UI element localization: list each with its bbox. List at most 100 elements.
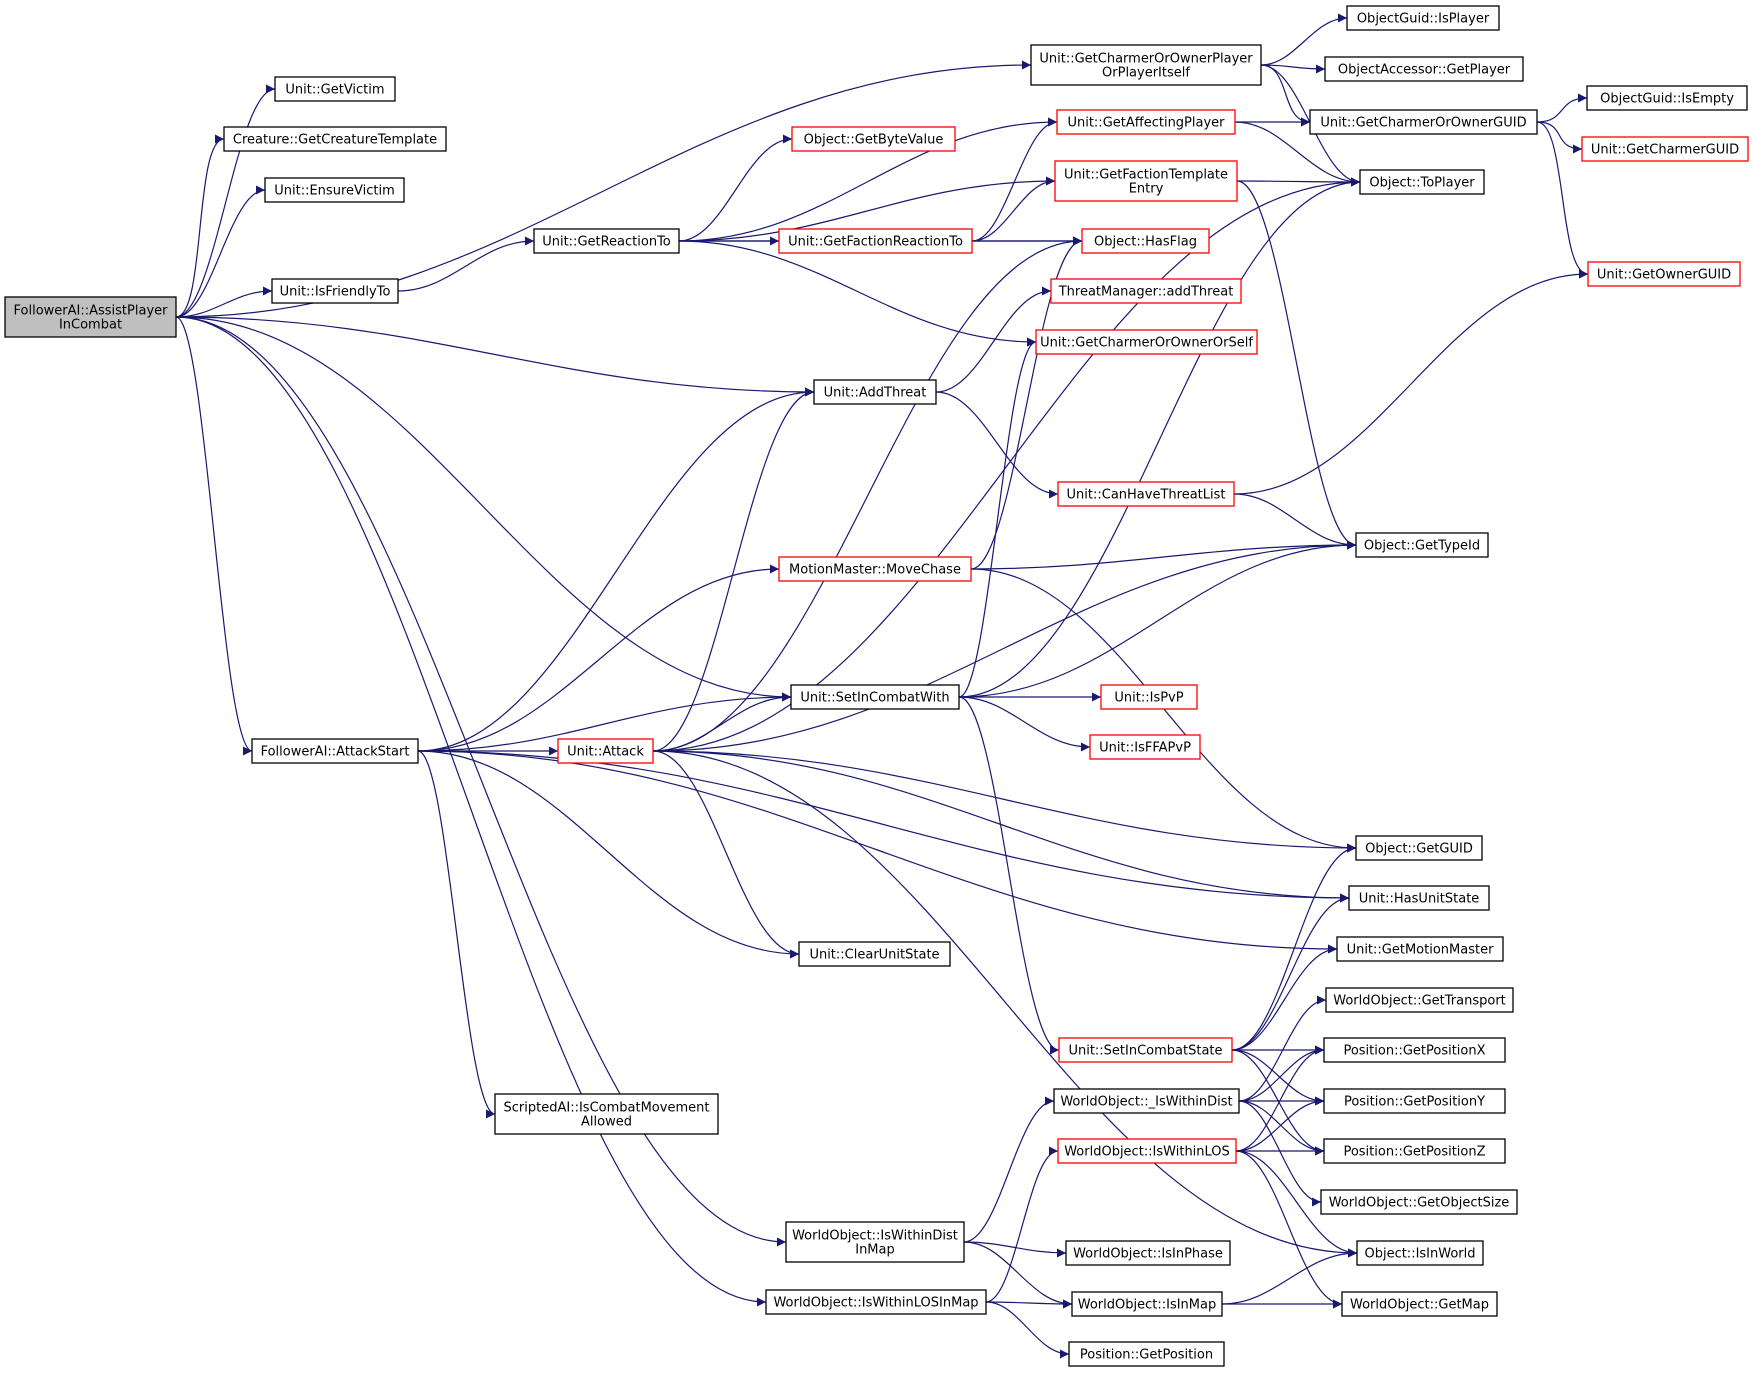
node-box (778, 228, 973, 254)
node-box (1089, 734, 1201, 760)
edge-is-within-los-to-get-position-x (1235, 1045, 1325, 1152)
node-box (1581, 136, 1749, 162)
node-box (4, 296, 177, 338)
node-has-unit-state[interactable]: Unit::HasUnitState (1348, 885, 1490, 911)
node-is-friendly-to[interactable]: Unit::IsFriendlyTo (271, 278, 399, 304)
node-get-motion-master[interactable]: Unit::GetMotionMaster (1336, 936, 1504, 962)
node-get-position-z[interactable]: Position::GetPositionZ (1323, 1138, 1506, 1164)
node-set-in-combat-state[interactable]: Unit::SetInCombatState (1058, 1037, 1233, 1063)
node-label: Entry (1129, 182, 1164, 197)
node-get-victim[interactable]: Unit::GetVictim (274, 76, 396, 102)
edge-set-in-combat-with-to-set-in-combat-state (958, 696, 1060, 1055)
node-get-position[interactable]: Position::GetPosition (1068, 1341, 1225, 1367)
node-get-charmer-guid[interactable]: Unit::GetCharmerGUID (1581, 136, 1749, 162)
node-box (1325, 987, 1514, 1013)
node-is-in-phase[interactable]: WorldObject::IsInPhase (1065, 1240, 1231, 1266)
node-can-have-threat-list[interactable]: Unit::CanHaveThreatList (1057, 481, 1235, 507)
node-to-player[interactable]: Object::ToPlayer (1359, 169, 1485, 195)
node-box (791, 126, 956, 152)
node-is-pv-p[interactable]: Unit::IsPvP (1100, 684, 1198, 710)
node-get-map[interactable]: WorldObject::GetMap (1341, 1291, 1498, 1317)
node-is-ffapv-p[interactable]: Unit::IsFFAPvP (1089, 734, 1201, 760)
node-box (1068, 1341, 1225, 1367)
node-ensure-victim[interactable]: Unit::EnsureVictim (264, 177, 405, 203)
edge-root-to-ensure-victim (175, 185, 266, 318)
node-get-transport[interactable]: WorldObject::GetTransport (1325, 987, 1514, 1013)
node-clear-unit-state[interactable]: Unit::ClearUnitState (798, 941, 951, 967)
node-guid-is-player[interactable]: ObjectGuid::IsPlayer (1346, 5, 1500, 31)
node-label: Unit::SetInCombatWith (800, 691, 949, 706)
node-attack-start[interactable]: FollowerAI::AttackStart (251, 738, 419, 764)
edge-get-reaction-to-to-get-faction-template-entry (678, 176, 1056, 242)
node-get-creature-template[interactable]: Creature::GetCreatureTemplate (223, 126, 447, 152)
node-box (271, 278, 399, 304)
edge-get-reaction-to-to-get-charmer-or-owner-or-self (678, 240, 1037, 347)
node-label: Position::GetPositionZ (1343, 1145, 1485, 1160)
node-get-affecting-player[interactable]: Unit::GetAffectingPlayer (1056, 109, 1236, 135)
edge-attack-start-to-is-combat-movement-allowed (417, 750, 496, 1119)
node-is-within-losin-map[interactable]: WorldObject::IsWithinLOSInMap (765, 1289, 987, 1315)
node-label: Unit::GetCharmerGUID (1591, 143, 1739, 158)
edge-attack-to-get-guid (652, 750, 1357, 853)
node-label: Unit::IsFFAPvP (1099, 741, 1191, 756)
node-is-in-map[interactable]: WorldObject::IsInMap (1071, 1291, 1223, 1317)
edge-attack-to-has-flag (652, 236, 1083, 752)
edge-get-charmer-or-owner-player-to-guid-is-player (1260, 13, 1348, 66)
node-label: Object::HasFlag (1094, 235, 1197, 250)
edge-get-charmer-or-owner-guid-to-guid-is-empty (1536, 93, 1588, 123)
node-label: Unit::ClearUnitState (809, 948, 939, 963)
node-is-within-los[interactable]: WorldObject::IsWithinLOS (1057, 1138, 1237, 1164)
node-label: Unit::CanHaveThreatList (1067, 488, 1226, 503)
node-add-threat[interactable]: Unit::AddThreat (813, 379, 937, 405)
node-within-dist-priv[interactable]: WorldObject::_IsWithinDist (1053, 1088, 1240, 1114)
node-get-object-size[interactable]: WorldObject::GetObjectSize (1320, 1189, 1518, 1215)
edge-add-threat-to-add-threat-mgr (935, 286, 1052, 393)
node-box (1346, 5, 1500, 31)
edge-get-reaction-to-to-get-byte-value (678, 134, 793, 242)
node-has-flag[interactable]: Object::HasFlag (1081, 228, 1210, 254)
edge-within-dist-priv-to-get-position-x (1238, 1045, 1325, 1102)
node-get-charmer-or-owner-player[interactable]: Unit::GetCharmerOrOwnerPlayerOrPlayerIts… (1030, 44, 1262, 86)
node-label: Position::GetPosition (1080, 1348, 1213, 1363)
node-label: Unit::EnsureVictim (274, 184, 395, 199)
node-label: Unit::GetFactionTemplate (1064, 168, 1228, 183)
node-attack[interactable]: Unit::Attack (557, 738, 654, 764)
node-get-faction-reaction-to[interactable]: Unit::GetFactionReactionTo (778, 228, 973, 254)
edge-attack-start-to-set-in-combat-with (417, 692, 792, 752)
node-set-in-combat-with[interactable]: Unit::SetInCombatWith (790, 684, 960, 710)
node-box (1324, 56, 1524, 82)
edge-is-within-losin-map-to-is-in-map (985, 1299, 1073, 1309)
node-move-chase[interactable]: MotionMaster::MoveChase (778, 556, 972, 582)
node-label: Position::GetPositionY (1344, 1095, 1485, 1110)
node-guid-is-empty[interactable]: ObjectGuid::IsEmpty (1586, 85, 1748, 111)
edge-root-to-set-in-combat-with (175, 316, 792, 702)
node-add-threat-mgr[interactable]: ThreatManager::addThreat (1050, 278, 1242, 304)
node-label: Unit::SetInCombatState (1068, 1044, 1222, 1059)
node-label: Unit::GetOwnerGUID (1597, 268, 1731, 283)
edge-get-faction-template-entry-to-get-type-id (1236, 180, 1357, 550)
node-label: Object::IsInWorld (1364, 1247, 1475, 1262)
edge-root-to-get-victim (175, 84, 276, 318)
node-get-charmer-or-owner-guid[interactable]: Unit::GetCharmerOrOwnerGUID (1309, 109, 1538, 135)
node-get-charmer-or-owner-or-self[interactable]: Unit::GetCharmerOrOwnerOrSelf (1035, 329, 1258, 355)
node-box (1056, 109, 1236, 135)
node-get-guid[interactable]: Object::GetGUID (1355, 835, 1483, 861)
node-accessor-get-player[interactable]: ObjectAccessor::GetPlayer (1324, 56, 1524, 82)
node-get-reaction-to[interactable]: Unit::GetReactionTo (533, 228, 680, 254)
node-get-position-x[interactable]: Position::GetPositionX (1323, 1037, 1506, 1063)
node-label: Unit::GetFactionReactionTo (788, 235, 963, 250)
edge-get-charmer-or-owner-player-to-accessor-get-player (1260, 64, 1326, 74)
edge-set-in-combat-with-to-to-player (958, 177, 1361, 698)
node-label: Unit::IsPvP (1114, 691, 1183, 706)
node-is-in-world[interactable]: Object::IsInWorld (1356, 1240, 1484, 1266)
node-box (1587, 261, 1741, 287)
node-get-byte-value[interactable]: Object::GetByteValue (791, 126, 956, 152)
edge-attack-start-to-add-threat (417, 387, 815, 752)
node-get-owner-guid[interactable]: Unit::GetOwnerGUID (1587, 261, 1741, 287)
node-get-position-y[interactable]: Position::GetPositionY (1323, 1088, 1506, 1114)
node-get-type-id[interactable]: Object::GetTypeId (1355, 532, 1489, 558)
